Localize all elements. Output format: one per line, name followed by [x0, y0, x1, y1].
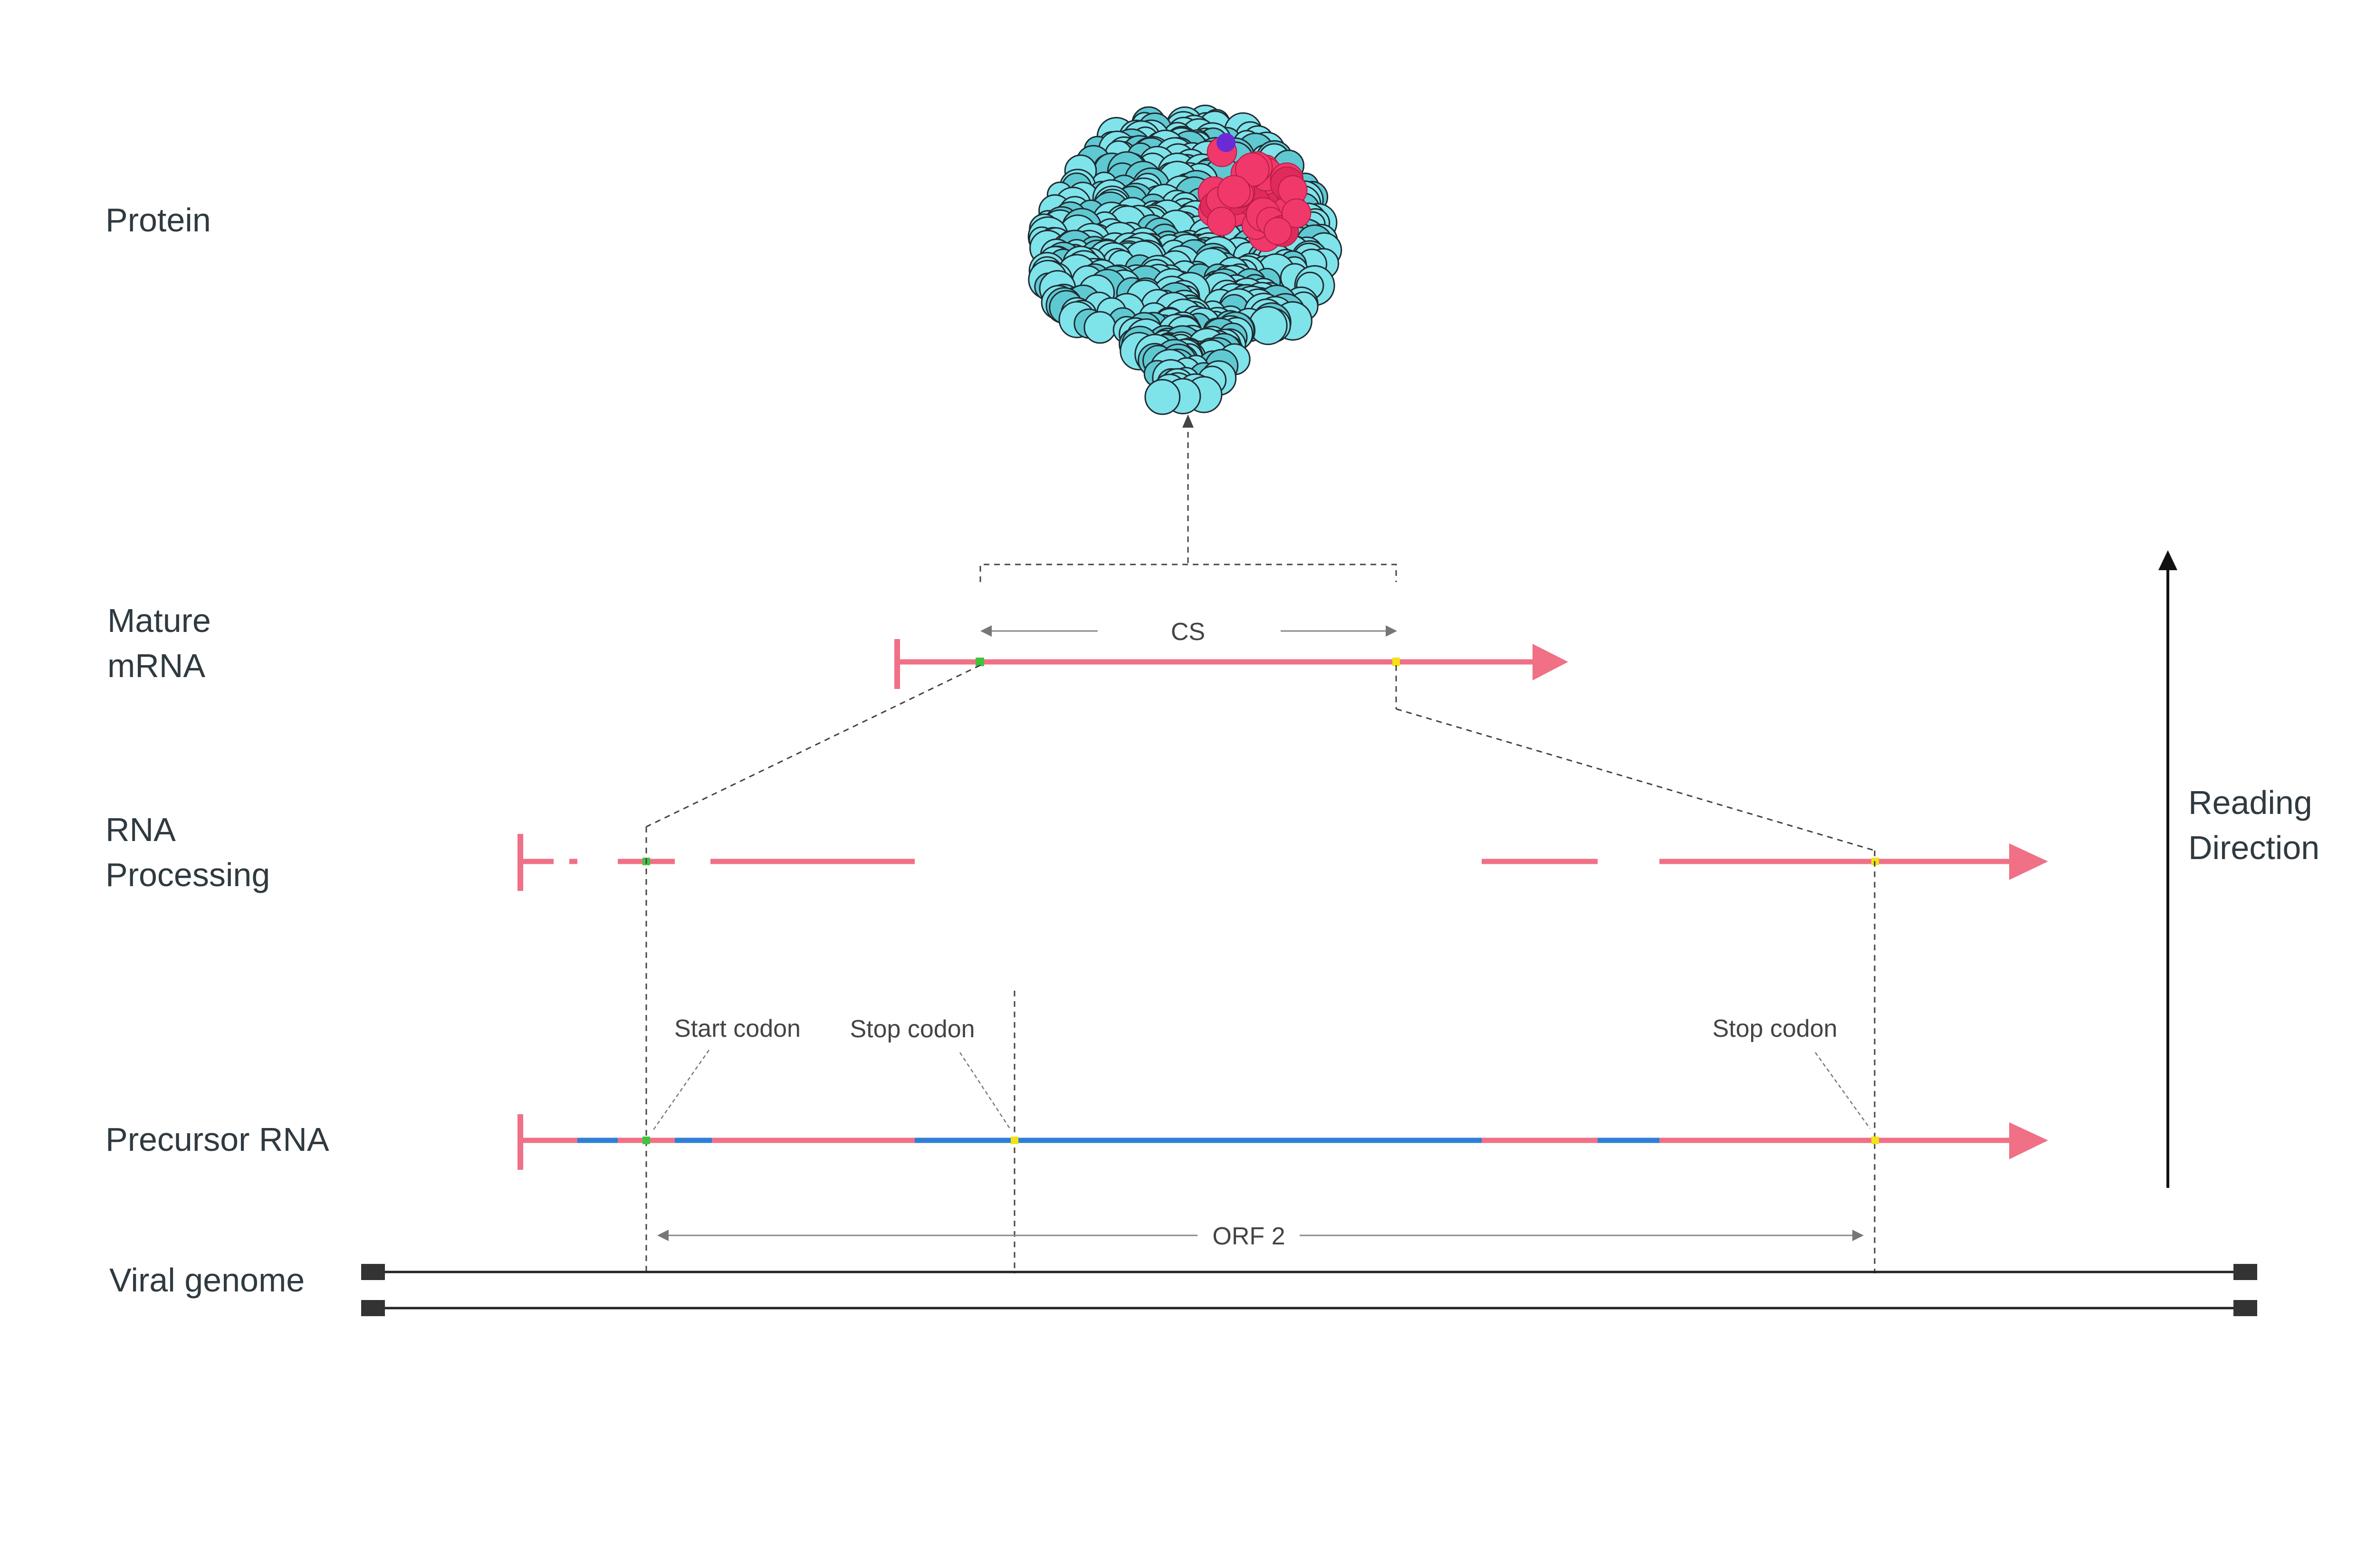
cs-label: CS: [1171, 618, 1205, 646]
translation-arrow-head: [1182, 414, 1194, 428]
mature-mrna-label-line2: mRNA: [107, 647, 205, 684]
reading-direction-label-line1: Reading: [2188, 784, 2312, 821]
precursor-rna-label: Precursor RNA: [105, 1121, 329, 1158]
projection-start: [646, 664, 981, 828]
protein-active-site-atom: [1235, 152, 1270, 187]
projection-stop-diag: [1396, 708, 1875, 851]
reading-direction-label-line2: Direction: [2188, 829, 2319, 866]
stop-codon-label-1: Stop codon: [850, 1015, 975, 1043]
precursor-start-codon: [642, 1137, 650, 1144]
mature-stop-codon: [1392, 658, 1400, 666]
rna-processing-strand: [517, 834, 2048, 891]
protein-atom: [1083, 311, 1117, 344]
precursor-stop-codon-2: [1871, 1137, 1879, 1144]
protein-ligand-atom: [1217, 133, 1236, 152]
protein-active-site-atom: [1207, 207, 1236, 236]
reading-direction-arrow-head: [2158, 550, 2177, 570]
protein-active-site-atom: [1217, 175, 1251, 209]
protein-atom: [1248, 306, 1288, 345]
viral-genome-label: Viral genome: [109, 1262, 305, 1299]
precursor-rna-strand: [517, 1114, 2048, 1170]
stop-codon-leader-1: [959, 1052, 1011, 1129]
cs-bracket: [979, 564, 1397, 582]
protein-label: Protein: [105, 201, 211, 239]
protein-atom: [1144, 379, 1181, 415]
stop-codon-label-2: Stop codon: [1712, 1015, 1837, 1042]
precursor-stop-codon-1: [1011, 1137, 1018, 1144]
start-codon-leader: [651, 1050, 710, 1132]
viral-genome-strands: [361, 1264, 2257, 1316]
protein-structure-icon: [1027, 105, 1342, 415]
protein-active-site-atom: [1264, 217, 1292, 245]
protein-active-site-atom: [1281, 198, 1312, 228]
start-codon-label: Start codon: [674, 1015, 801, 1042]
orf-label: ORF 2: [1212, 1223, 1285, 1250]
mature-mrna-label-line1: Mature: [107, 602, 211, 639]
mature-start-codon: [976, 658, 984, 666]
rna-processing-label-line2: Processing: [105, 856, 270, 893]
mature-mrna-strand: [894, 639, 1568, 689]
stop-codon-leader-2: [1814, 1052, 1871, 1129]
rna-processing-label-line1: RNA: [105, 811, 176, 848]
